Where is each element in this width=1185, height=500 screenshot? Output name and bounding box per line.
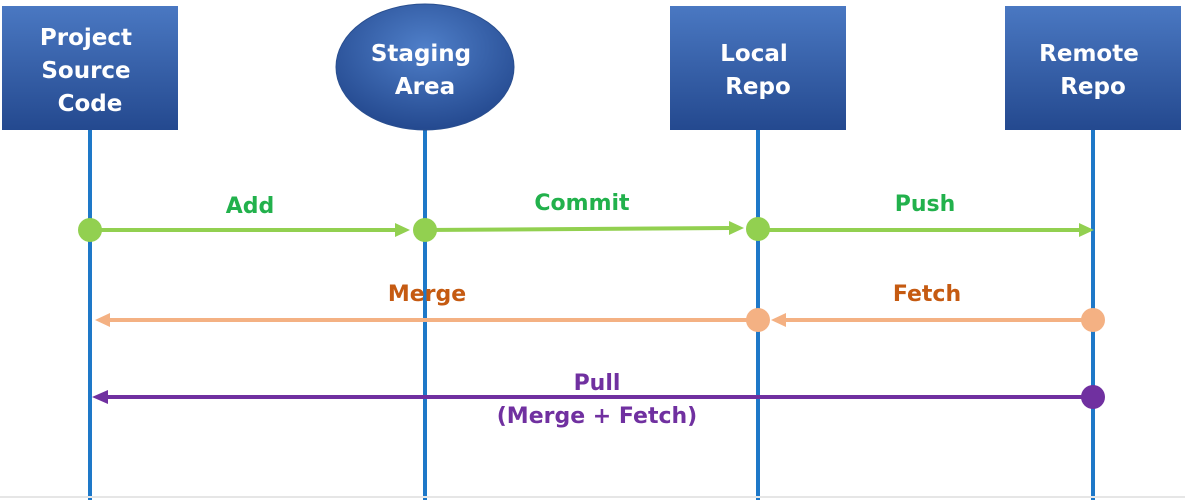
node-local-repo: Local Repo: [670, 6, 846, 130]
label-merge: Merge: [388, 282, 466, 307]
merge-start-dot: [746, 308, 770, 332]
node-staging-area: Staging Area: [335, 3, 515, 131]
svg-text:Staging Area: Staging Area: [371, 41, 479, 100]
arrow-commit: [413, 218, 744, 242]
fetch-start-dot: [1081, 308, 1105, 332]
label-pull-subtitle: (Merge + Fetch): [497, 404, 697, 429]
svg-text:Project Source Cod: Project Source Code: [40, 25, 140, 117]
label-add: Add: [226, 194, 275, 219]
commit-start-dot: [413, 218, 437, 242]
label-pull: Pull: [574, 371, 621, 396]
add-start-dot: [78, 218, 102, 242]
arrow-push: [746, 217, 1094, 241]
arrow-fetch: [771, 308, 1105, 332]
label-commit: Commit: [534, 191, 630, 216]
push-start-dot: [746, 217, 770, 241]
svg-text:Local Repo: Local Repo: [720, 41, 796, 100]
svg-text:Remote Repo: Remote Repo: [1039, 41, 1147, 100]
label-push: Push: [895, 192, 956, 217]
arrow-add: [78, 218, 410, 242]
arrow-pull: [92, 385, 1105, 409]
node-remote-repo: Remote Repo: [1005, 6, 1181, 130]
pull-start-dot: [1081, 385, 1105, 409]
node-project-source-code: Project Source Code: [2, 6, 178, 130]
arrow-merge: [95, 308, 770, 332]
label-fetch: Fetch: [893, 282, 961, 307]
